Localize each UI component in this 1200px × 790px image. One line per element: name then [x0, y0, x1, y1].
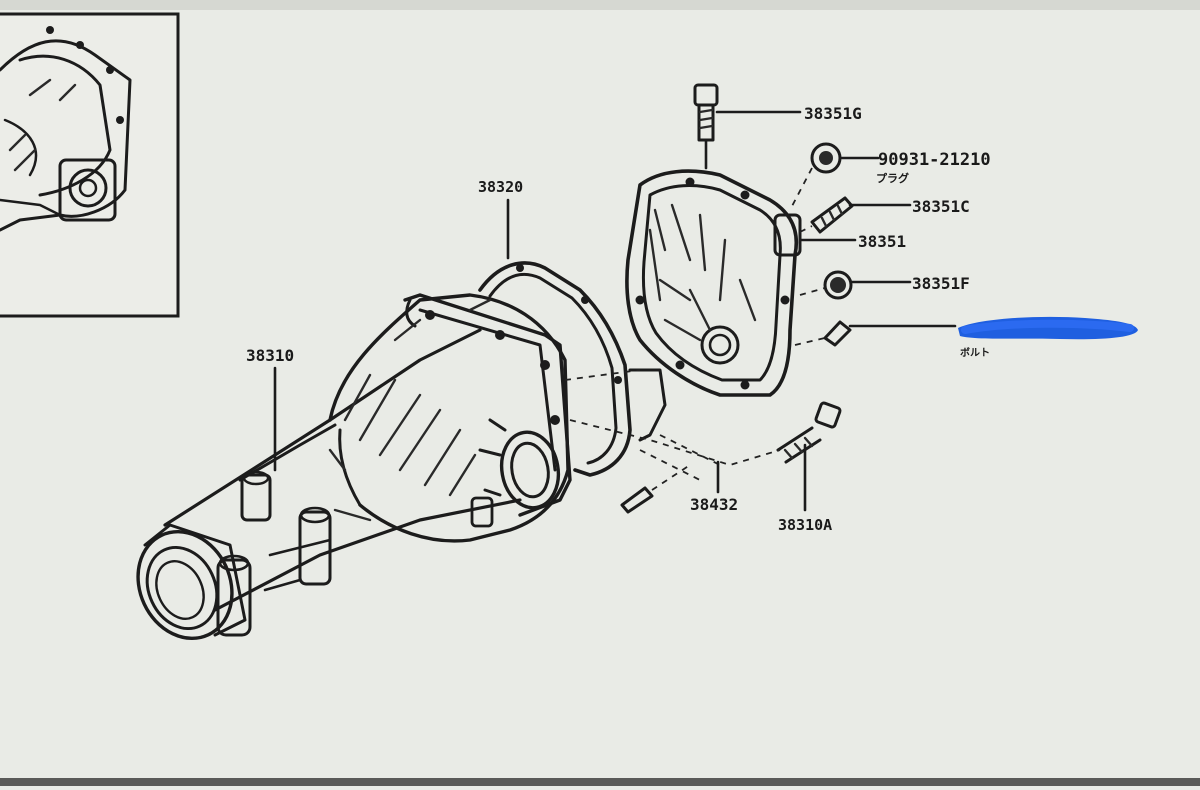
- assembly-lines: [564, 369, 781, 481]
- leader-lines: [273, 110, 957, 512]
- label-38351f: 38351F: [912, 274, 970, 293]
- label-bolt-jp: ボルト: [960, 346, 990, 359]
- bottom-edge: [0, 778, 1200, 786]
- differential-carrier-housing: [136, 293, 572, 641]
- redaction-mark: [958, 316, 1138, 340]
- label-90931-21210: 90931-21210: [878, 150, 991, 170]
- cover-gasket: [478, 261, 667, 477]
- part-labels: 38351G 90931-21210 プラグ 38351C 38351 3835…: [246, 104, 991, 534]
- differential-cover: [625, 169, 802, 397]
- bolt-38310a: [776, 401, 842, 464]
- label-38320: 38320: [478, 178, 523, 196]
- nut-38351f: [799, 270, 853, 300]
- bolt-38432: [620, 464, 691, 514]
- label-38310: 38310: [246, 346, 294, 365]
- label-38310a: 38310A: [778, 516, 832, 534]
- label-38351c: 38351C: [912, 197, 970, 216]
- label-38351: 38351: [858, 232, 906, 251]
- label-38351g: 38351G: [804, 104, 862, 123]
- bolt-38351g: [693, 83, 719, 170]
- bolt-redacted: [794, 320, 852, 347]
- label-plug-jp: プラグ: [876, 171, 909, 185]
- top-edge: [0, 0, 1200, 10]
- label-38432: 38432: [690, 495, 738, 514]
- inset-thumbnail: [0, 12, 180, 318]
